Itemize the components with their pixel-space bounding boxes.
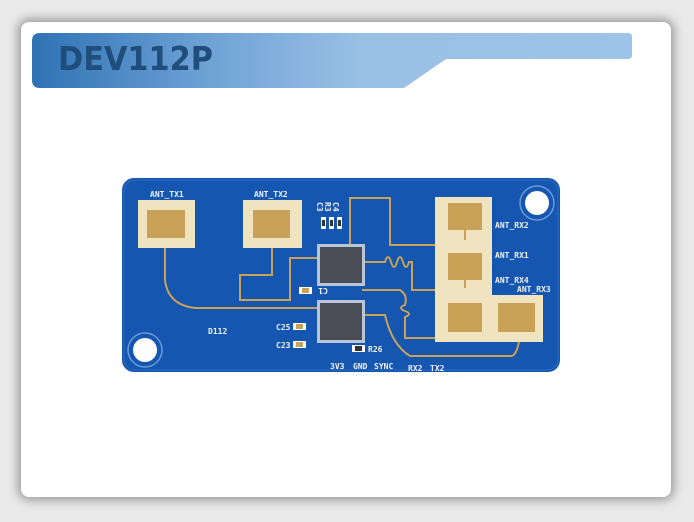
label-ant-rx4: ANT_RX4 [495, 276, 529, 285]
antenna-rx1 [448, 253, 482, 280]
label-d112: D112 [208, 327, 227, 336]
connector-pins [332, 372, 430, 380]
pin-label-sync: SYNC [374, 362, 393, 371]
title-banner [32, 33, 632, 88]
label-r26: R26 [368, 345, 383, 354]
label-ant-tx2: ANT_TX2 [254, 190, 288, 199]
antenna-rx2 [448, 203, 482, 230]
radar-chip [317, 244, 365, 286]
label-c25: C25 [276, 323, 291, 332]
pin-label-tx2: TX2 [430, 364, 445, 373]
label-r3: R3 [323, 202, 332, 212]
label-ant-rx1: ANT_RX1 [495, 251, 529, 260]
label-ant-tx1: ANT_TX1 [150, 190, 184, 199]
smd-components [293, 217, 365, 352]
pin-label-3v3: 3V3 [330, 362, 345, 371]
mounting-hole [127, 332, 163, 368]
antenna-tx1 [138, 200, 195, 248]
label-ant-rx2: ANT_RX2 [495, 221, 529, 230]
label-c1: C1 [318, 286, 328, 295]
label-c23: C23 [276, 341, 291, 350]
antenna-rx3 [498, 303, 535, 332]
page-title: DEV112P [58, 39, 214, 78]
antenna-tx2 [243, 200, 302, 248]
label-ant-rx3: ANT_RX3 [517, 285, 551, 294]
mounting-hole [519, 185, 555, 221]
antenna-rx4 [448, 303, 482, 332]
pin-label-rx2: RX2 [408, 364, 423, 373]
label-c4: C4 [331, 202, 340, 212]
pin-label-gnd: GND [353, 362, 368, 371]
label-c3: C3 [315, 202, 324, 212]
radar-chip [317, 300, 365, 343]
